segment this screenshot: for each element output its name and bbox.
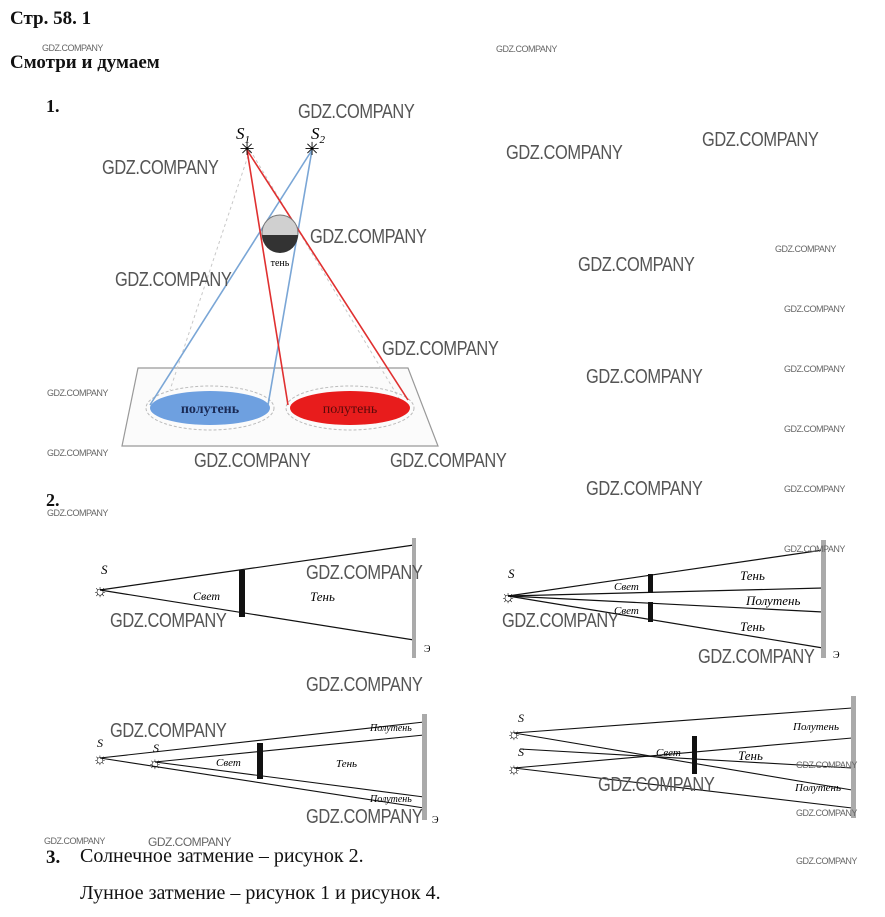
watermark: GDZ.COMPANY [44, 836, 105, 846]
watermark: GDZ.COMPANY [47, 388, 108, 398]
watermark: GDZ.COMPANY [306, 674, 423, 696]
watermark: GDZ.COMPANY [506, 142, 623, 164]
watermark: GDZ.COMPANY [698, 646, 815, 668]
light-label-top: Свет [614, 581, 639, 593]
watermark: GDZ.COMPANY [784, 484, 845, 494]
star-icon-s1: ✳ [239, 139, 254, 159]
screen [412, 538, 416, 658]
watermark: GDZ.COMPANY [586, 478, 703, 500]
penumbra-label-top: Полутень [369, 723, 412, 734]
penumbra-label-right: полутень [323, 402, 378, 417]
source-label-s2: S2 [311, 124, 326, 146]
sun-icon-2: ☼ [507, 761, 522, 778]
watermark: GDZ.COMPANY [598, 774, 715, 796]
item-number-1: 1. [46, 96, 60, 116]
watermark: GDZ.COMPANY [784, 544, 845, 554]
watermark: GDZ.COMPANY [110, 610, 227, 632]
watermark: GDZ.COMPANY [796, 808, 857, 818]
screen-label: Э [432, 815, 439, 826]
source-label-1: S [518, 711, 524, 725]
watermark: GDZ.COMPANY [775, 244, 836, 254]
penumbra-label-bottom: Полутень [369, 794, 412, 805]
watermark: GDZ.COMPANY [115, 269, 232, 291]
penumbra-label-left: полутень [181, 402, 240, 417]
watermark: GDZ.COMPANY [306, 806, 423, 828]
page-title: Стр. 58. 1 [10, 8, 92, 29]
light-label: Свет [656, 747, 681, 759]
watermark: GDZ.COMPANY [47, 508, 108, 518]
shadow-label: Тень [738, 748, 763, 763]
light-label: Свет [193, 589, 220, 603]
sun-icon-1: ☼ [93, 751, 108, 768]
penumbra-label-top: Полутень [792, 721, 839, 733]
sun-icon: ☼ [500, 587, 516, 606]
light-label-bottom: Свет [614, 605, 639, 617]
shadow-label: тень [271, 258, 290, 269]
answer-lunar-eclipse: Лунное затмение – рисунок 1 и рисунок 4. [80, 882, 441, 904]
figure-2-diagram-4: ☼ ☼ S S Свет Тень Полутень Полутень [507, 696, 856, 818]
star-icon-s2: ✳ [304, 139, 319, 159]
screen [821, 540, 826, 658]
watermark: GDZ.COMPANY [796, 760, 857, 770]
watermark: GDZ.COMPANY [382, 338, 499, 360]
obstacle [239, 570, 245, 617]
watermark: GDZ.COMPANY [42, 43, 103, 53]
watermark: GDZ.COMPANY [502, 610, 619, 632]
screen-label: Э [424, 644, 430, 655]
screen [422, 714, 427, 820]
figure-2-diagram-3: ☼ ☼ S S Свет Тень Полутень Полутень Э [93, 714, 439, 826]
watermark: GDZ.COMPANY [586, 366, 703, 388]
figure-2-diagram-2: ☼ S Свет Свет Тень Полутень Тень Э [500, 540, 840, 661]
sun-icon: ☼ [92, 581, 108, 600]
light-label: Свет [216, 757, 241, 769]
watermark: GDZ.COMPANY [496, 44, 557, 54]
penumbra-label-bottom: Полутень [794, 782, 841, 794]
watermark: GDZ.COMPANY [298, 101, 415, 123]
shadow-label-top: Тень [740, 568, 765, 583]
shadow-label: Тень [336, 758, 357, 770]
watermark: GDZ.COMPANY [578, 254, 695, 276]
source-label-s1: S1 [236, 124, 250, 146]
item-number-2: 2. [46, 490, 60, 510]
figure-1-diagram: полутень полутень тень ✳ ✳ S1 S2 [121, 124, 439, 447]
section-title: Смотри и думаем [10, 52, 160, 73]
watermark: GDZ.COMPANY [784, 424, 845, 434]
shadow-label: Тень [310, 589, 335, 604]
item-number-3: 3. [46, 847, 61, 868]
watermark: GDZ.COMPANY [110, 720, 227, 742]
screen [851, 696, 856, 818]
watermark: GDZ.COMPANY [796, 856, 857, 866]
watermark: GDZ.COMPANY [194, 450, 311, 472]
watermark: GDZ.COMPANY [47, 448, 108, 458]
watermark: GDZ.COMPANY [784, 364, 845, 374]
watermark: GDZ.COMPANY [102, 157, 219, 179]
watermark: GDZ.COMPANY [702, 129, 819, 151]
watermark: GDZ.COMPANY [784, 304, 845, 314]
sun-icon-1: ☼ [507, 726, 522, 743]
watermark: GDZ.COMPANY [390, 450, 507, 472]
watermark: GDZ.COMPANY [306, 562, 423, 584]
source-label-2: S [518, 745, 524, 759]
table-plane [121, 367, 439, 447]
screen-label: Э [833, 650, 840, 661]
source-label-2: S [153, 741, 159, 755]
answer-solar-eclipse: Солнечное затмение – рисунок 2. [80, 845, 364, 867]
penumbra-blue [150, 391, 270, 425]
source-label: S [508, 566, 515, 581]
watermark: GDZ.COMPANY [310, 226, 427, 248]
source-label-1: S [97, 736, 103, 750]
figure-2-diagram-1: ☼ S Свет Тень Э [92, 538, 430, 658]
penumbra-red [290, 391, 410, 425]
shadow-label-bottom: Тень [740, 619, 765, 634]
source-label: S [101, 562, 108, 577]
sun-icon-2: ☼ [148, 755, 163, 772]
penumbra-label: Полутень [745, 593, 800, 608]
watermark: GDZ.COMPANY [148, 835, 231, 849]
